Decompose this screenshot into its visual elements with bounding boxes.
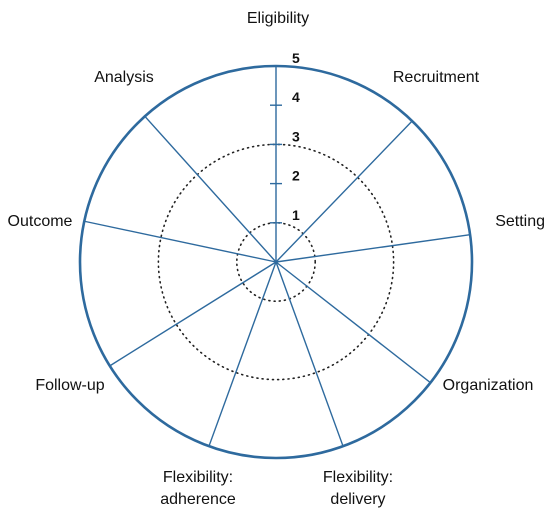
domain-label-line: Eligibility bbox=[247, 10, 309, 27]
dotted-ring-1 bbox=[236, 222, 317, 303]
domain-label-outcome: Outcome bbox=[8, 213, 73, 230]
domain-label-flexibility-delivery: Flexibility: delivery bbox=[323, 469, 393, 508]
spoke-outcome bbox=[84, 220, 277, 263]
domain-labels-layer: EligibilityRecruitmentSettingOrganizatio… bbox=[8, 10, 545, 508]
spoke-follow-up bbox=[109, 261, 277, 367]
spoke-flexibility-adherence bbox=[208, 261, 277, 447]
spoke-analysis bbox=[144, 115, 277, 263]
domain-label-line: Recruitment bbox=[393, 69, 480, 86]
domain-label-recruitment: Recruitment bbox=[393, 69, 480, 86]
axis-ticks-layer: 1 2 3 4 5 bbox=[270, 50, 300, 224]
domain-label-setting: Setting bbox=[495, 213, 545, 230]
domain-label-flexibility-adherence: Flexibility: adherence bbox=[160, 469, 236, 508]
domain-label-analysis: Analysis bbox=[94, 69, 154, 86]
tick-label-5: 5 bbox=[292, 50, 300, 66]
tick-label-1: 1 bbox=[292, 207, 300, 223]
domain-label-line: adherence bbox=[160, 491, 236, 508]
spoke-recruitment bbox=[275, 120, 413, 263]
domain-label-follow-up: Follow-up bbox=[35, 377, 104, 394]
spoke-organization bbox=[275, 261, 431, 384]
domain-label-line: Flexibility: bbox=[323, 469, 393, 486]
tick-label-3: 3 bbox=[292, 128, 300, 144]
domain-label-line: Follow-up bbox=[35, 377, 104, 394]
tick-label-2: 2 bbox=[292, 168, 300, 184]
domain-label-line: Analysis bbox=[94, 69, 154, 86]
domain-label-organization: Organization bbox=[443, 377, 534, 394]
spoke-setting bbox=[275, 234, 471, 263]
domain-label-eligibility: Eligibility bbox=[247, 10, 309, 27]
domain-label-line: delivery bbox=[330, 491, 385, 508]
domain-label-line: Organization bbox=[443, 377, 534, 394]
tick-label-4: 4 bbox=[292, 89, 300, 105]
spokes-layer bbox=[84, 66, 471, 447]
domain-label-line: Setting bbox=[495, 213, 545, 230]
domain-label-line: Outcome bbox=[8, 213, 73, 230]
dotted-ring-3 bbox=[157, 143, 395, 381]
domain-label-line: Flexibility: bbox=[163, 469, 233, 486]
spoke-flexibility-delivery bbox=[275, 261, 344, 447]
